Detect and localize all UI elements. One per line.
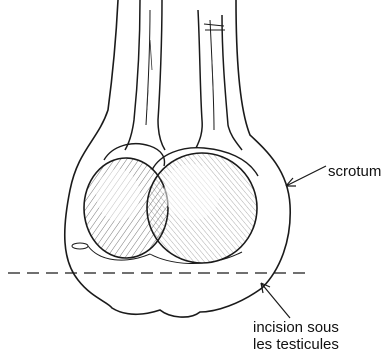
right-spermatic-cord: [196, 10, 242, 150]
scrotum-pointer: [286, 166, 326, 186]
incision-label-line-1: incision sous: [253, 319, 339, 336]
incision-pointer: [261, 283, 290, 318]
left-spermatic-cord: [125, 0, 165, 150]
incision-label-line-2: les testicules: [253, 336, 339, 353]
scrotum-label: scrotum: [328, 163, 381, 180]
